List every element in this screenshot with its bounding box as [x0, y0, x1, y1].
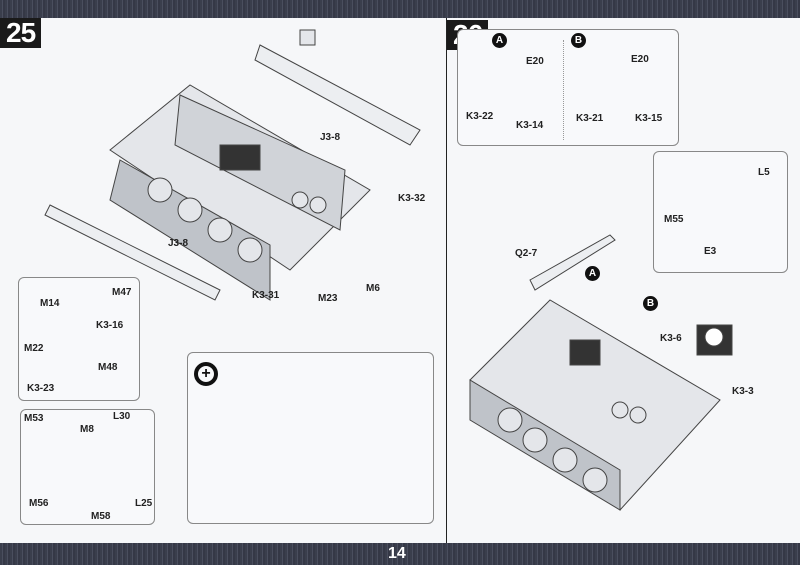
zoom-detail-panel	[187, 352, 434, 524]
part-label: M8	[80, 424, 94, 435]
part-label: L25	[135, 498, 153, 509]
step-25-number: 25	[0, 18, 42, 48]
page-number: 14	[388, 545, 406, 562]
variant-divider	[563, 40, 564, 140]
part-label: K3-15	[635, 113, 663, 124]
part-label: J3-8	[320, 132, 341, 143]
part-label: L5	[758, 167, 770, 178]
part-label: E3	[704, 246, 717, 257]
part-label: K3-22	[466, 111, 494, 122]
variant-a-badge: A	[585, 266, 600, 281]
page-divider	[446, 18, 447, 543]
part-label: K3-6	[660, 333, 682, 344]
part-label: K3-16	[96, 320, 124, 331]
part-label: K3-32	[398, 193, 426, 204]
header-bar	[0, 0, 800, 18]
part-label: K3-23	[27, 383, 55, 394]
variant-a-badge: A	[492, 33, 507, 48]
footer-bar	[0, 543, 800, 565]
part-label: M22	[24, 343, 44, 354]
part-label: M6	[366, 283, 380, 294]
part-label: M55	[664, 214, 684, 225]
part-label: K3-14	[516, 120, 544, 131]
magnifier-plus-icon: +	[194, 362, 218, 386]
part-label: J3-8	[168, 238, 189, 249]
part-label: K3-21	[576, 113, 604, 124]
subassembly-panel-1	[18, 277, 140, 401]
part-label: M58	[91, 511, 111, 522]
part-label: Q2-7	[515, 248, 538, 259]
part-label: K3-3	[732, 386, 754, 397]
variant-b-badge: B	[643, 296, 658, 311]
part-label: M47	[112, 287, 132, 298]
variant-panel	[457, 29, 679, 146]
part-label: M14	[40, 298, 60, 309]
step26-hull-drawing	[469, 234, 733, 511]
step25-hull-drawing	[44, 29, 421, 301]
subassembly-panel-2	[20, 409, 155, 525]
part-label: E20	[526, 56, 544, 67]
part-label: M53	[24, 413, 44, 424]
part-label: M56	[29, 498, 49, 509]
part-label: M23	[318, 293, 338, 304]
part-label: M48	[98, 362, 118, 373]
part-label: L30	[113, 411, 131, 422]
part-label: E20	[631, 54, 649, 65]
part-label: K3-31	[252, 290, 280, 301]
variant-b-badge: B	[571, 33, 586, 48]
subassembly-panel-3	[653, 151, 788, 273]
